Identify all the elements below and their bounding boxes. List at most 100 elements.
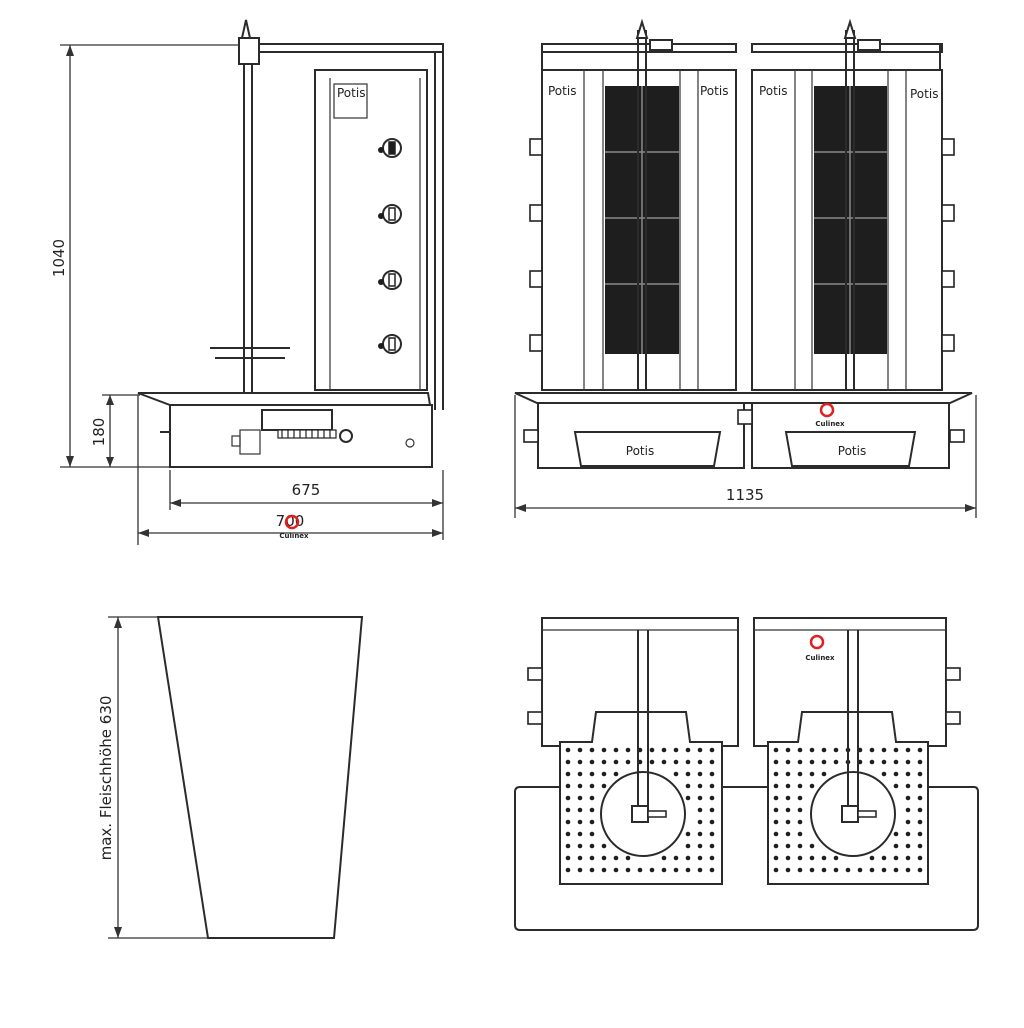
top-view-grill-right (767, 630, 929, 885)
side-panel-brand: Potis (337, 86, 365, 100)
perforation-dot (797, 855, 803, 861)
perforation-dot (821, 855, 827, 861)
perforation-dot (869, 759, 875, 765)
perforation-dot (797, 783, 803, 789)
perforation-dot (589, 867, 595, 873)
perforation-dot (685, 867, 691, 873)
perforation-dot (917, 819, 923, 825)
front-drawer-left-brand: Potis (626, 444, 654, 458)
perforation-dot (905, 831, 911, 837)
perforation-dot (577, 867, 583, 873)
perforation-dot (905, 759, 911, 765)
width-total-label: 1135 (726, 486, 764, 504)
perforation-dot (905, 795, 911, 801)
perforation-dot (905, 843, 911, 849)
perforation-dot (577, 795, 583, 801)
perforation-dot (565, 759, 571, 765)
perforation-dot (869, 855, 875, 861)
perforation-dot (797, 819, 803, 825)
perforation-dot (697, 747, 703, 753)
perforation-dot (785, 771, 791, 777)
perforation-dot (601, 855, 607, 861)
perforation-dot (797, 771, 803, 777)
perforation-dot (589, 843, 595, 849)
perforation-dot (613, 855, 619, 861)
perforation-dot (601, 771, 607, 777)
perforation-dot (797, 807, 803, 813)
svg-text:Culinex: Culinex (279, 532, 309, 540)
perforation-dot (833, 759, 839, 765)
svg-text:Culinex: Culinex (815, 420, 845, 428)
perforation-dot (821, 771, 827, 777)
perforation-dot (661, 867, 667, 873)
perforation-dot (797, 759, 803, 765)
perforation-dot (905, 819, 911, 825)
perforation-dot (797, 843, 803, 849)
perforation-dot (565, 867, 571, 873)
height-total-label: 1040 (50, 239, 68, 277)
perforation-dot (917, 795, 923, 801)
perforation-dot (809, 867, 815, 873)
perforation-dot (869, 747, 875, 753)
perforation-dot (661, 759, 667, 765)
perforation-dot (809, 759, 815, 765)
perforation-dot (565, 831, 571, 837)
perforation-dot (809, 855, 815, 861)
perforation-dot (649, 867, 655, 873)
perforation-dot (773, 795, 779, 801)
perforation-dot (589, 807, 595, 813)
perforation-dot (613, 747, 619, 753)
perforation-dot (773, 855, 779, 861)
perforation-dot (773, 759, 779, 765)
perforation-dot (785, 783, 791, 789)
perforation-dot (785, 831, 791, 837)
perforation-dot (773, 807, 779, 813)
svg-text:Culinex: Culinex (805, 654, 835, 662)
perforation-dot (577, 843, 583, 849)
perforation-dot (697, 819, 703, 825)
perforation-dot (905, 867, 911, 873)
perforation-dot (893, 783, 899, 789)
perforation-dot (673, 747, 679, 753)
perforation-dot (857, 867, 863, 873)
perforation-dot (685, 747, 691, 753)
perforation-dot (809, 843, 815, 849)
perforation-dot (917, 783, 923, 789)
perforation-dot (577, 747, 583, 753)
perforation-dot (821, 747, 827, 753)
top-view-grill-left (559, 630, 723, 885)
perforation-dot (565, 855, 571, 861)
perforation-dot (685, 759, 691, 765)
perforation-dot (709, 771, 715, 777)
perforation-dot (589, 795, 595, 801)
side-knob-1 (378, 138, 402, 158)
perforation-dot (785, 855, 791, 861)
side-knob-3 (378, 270, 402, 290)
front-right-brand-b: Potis (910, 87, 938, 101)
perforation-dot (905, 855, 911, 861)
front-left-brand-b: Potis (700, 84, 728, 98)
meat-height-label: max. Fleischhöhe 630 (97, 696, 115, 861)
perforation-dot (905, 771, 911, 777)
perforation-dot (709, 807, 715, 813)
perforation-dot (565, 783, 571, 789)
front-unit-left: Potis Potis (529, 18, 737, 391)
perforation-dot (881, 855, 887, 861)
perforation-dot (661, 855, 667, 861)
perforation-dot (709, 795, 715, 801)
perforation-dot (589, 759, 595, 765)
perforation-dot (773, 771, 779, 777)
perforation-dot (905, 807, 911, 813)
perforation-dot (797, 795, 803, 801)
perforation-dot (649, 747, 655, 753)
perforation-dot (709, 783, 715, 789)
front-right-brand-a: Potis (759, 84, 787, 98)
perforation-dot (625, 747, 631, 753)
perforation-dot (697, 795, 703, 801)
perforation-dot (601, 867, 607, 873)
perforation-dot (833, 867, 839, 873)
perforation-dot (577, 819, 583, 825)
perforation-dot (893, 855, 899, 861)
perforation-dot (797, 831, 803, 837)
perforation-dot (785, 747, 791, 753)
